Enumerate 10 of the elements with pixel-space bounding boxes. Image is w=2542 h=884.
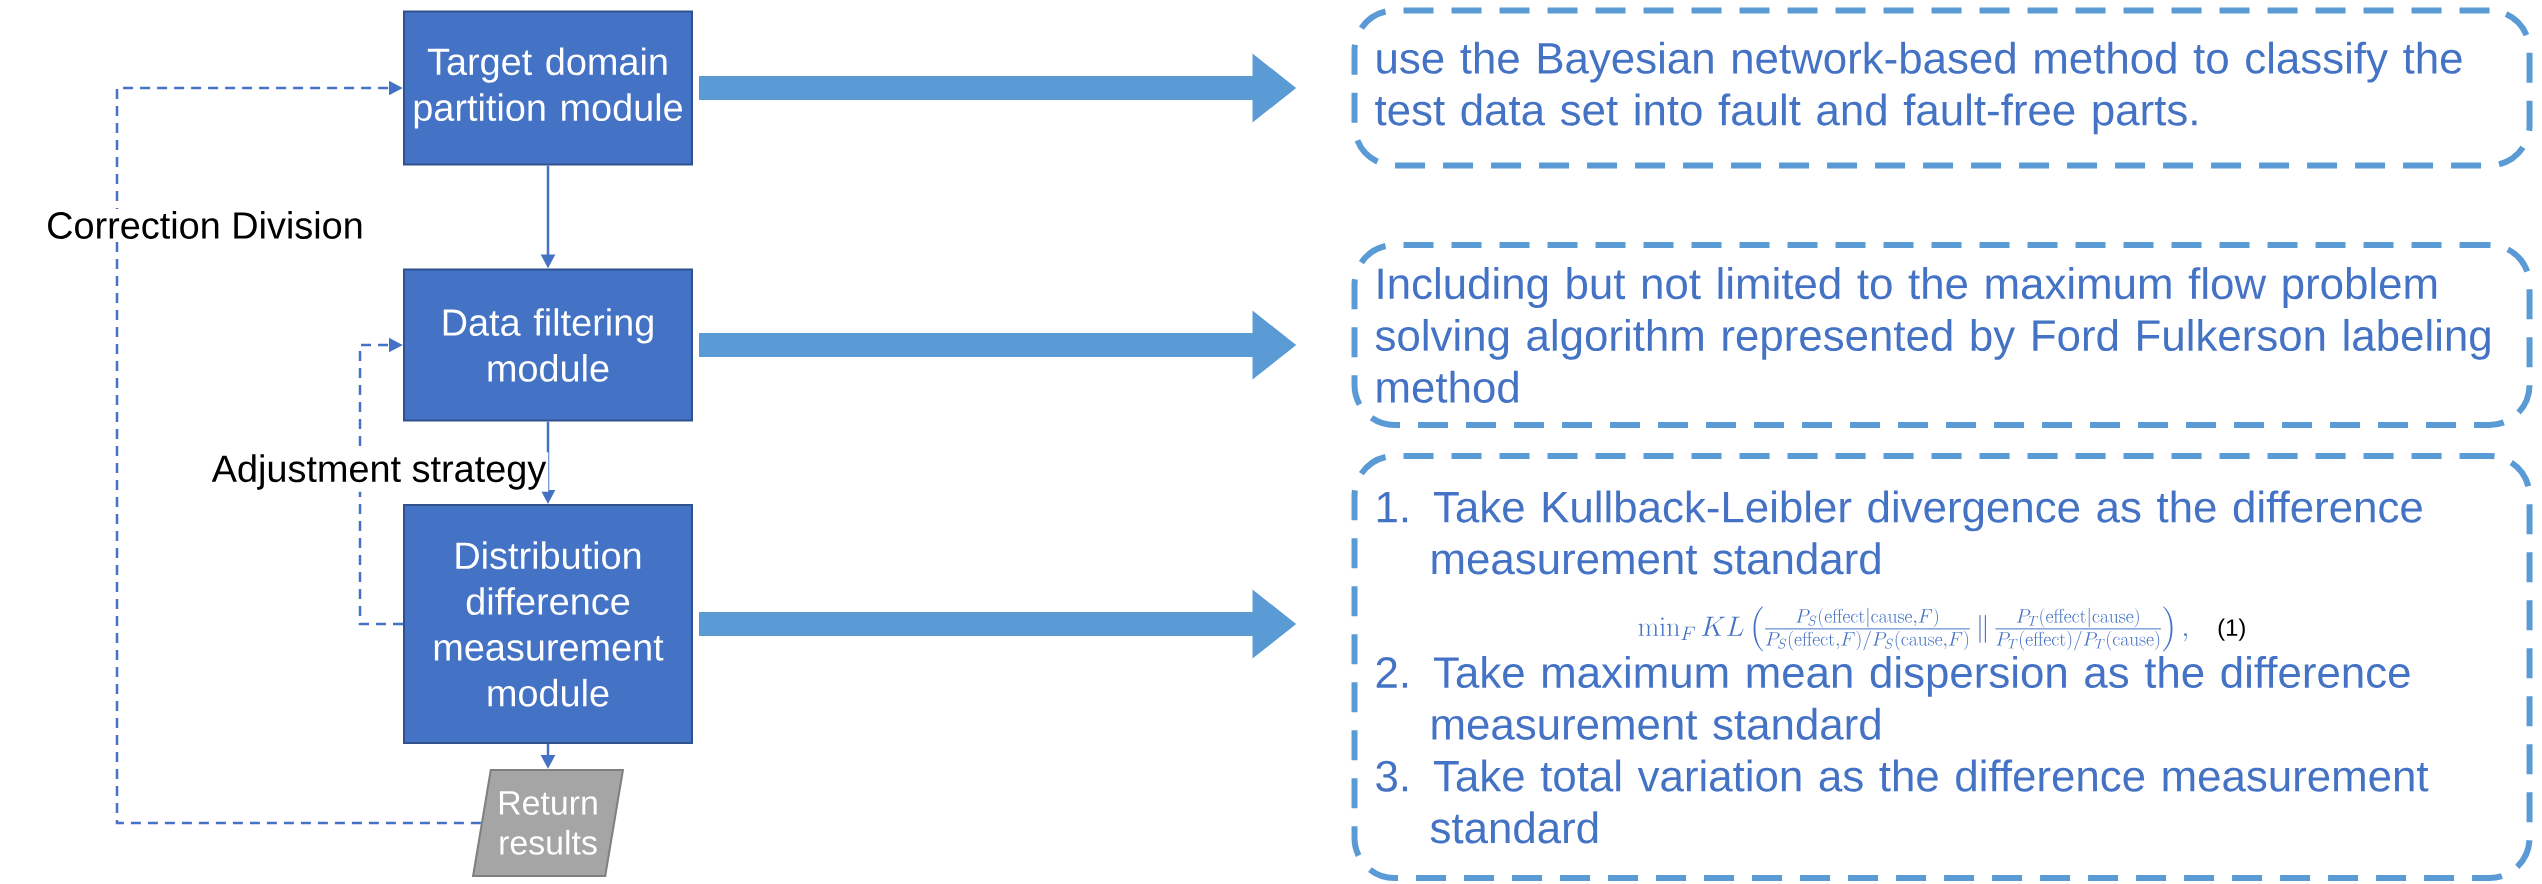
note-box: 1. Take Kullback-Leibler divergence as the difference measurement standard $\min_{F} KL\left(\frac{P_S(\mathrm{effect}|\mathrm{cause},F)}{P_S(\mathrm{effect},F)/P_S(\mathrm{cause},F)}\,\|\,\frac{P_T(\mathrm{effect}|\mathrm{cause})}{P_T(\mathrm{effect})/P_T(\mathrm{cause})}\right),$ (1) 2. Take maximum mean dispersion as the difference measurement standard 3. Take total variation as the difference measurement standard (1351, 453, 2533, 881)
edge-label: Adjustment strategy (209, 452, 549, 492)
process-box: Distribution difference measurement module (403, 504, 693, 744)
note-box: use the Bayesian network-based method to classify the test data set into fault and fault-free parts. (1351, 7, 2533, 169)
process-box: Data filtering module (403, 268, 693, 422)
note-box: Including but not limited to the maximum flow problem solving algorithm represented by Ford Fulkerson labeling method (1351, 242, 2533, 428)
edge-label: Correction Division (44, 209, 366, 241)
dashed-arrow (115, 80, 481, 825)
dashed-arrow (358, 337, 403, 626)
process-box: Target domain partition module (403, 10, 693, 166)
